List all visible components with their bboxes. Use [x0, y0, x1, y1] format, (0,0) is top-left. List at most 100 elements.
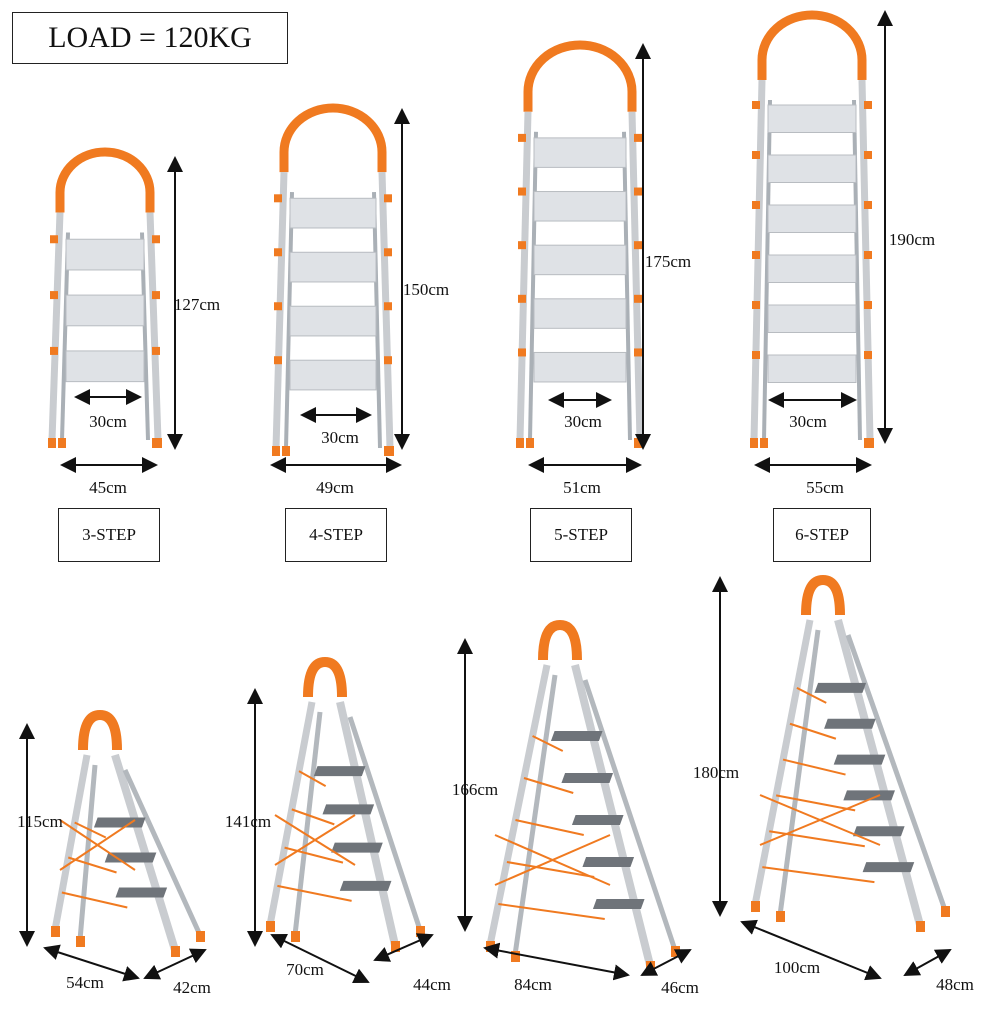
- height-label-4-step-open: 141cm: [224, 812, 272, 831]
- handle-grip: [78, 709, 122, 751]
- right-rail: [858, 79, 874, 441]
- hinge: [752, 151, 760, 159]
- step-tread: [592, 899, 645, 909]
- foot-cap: [776, 911, 785, 922]
- ladder-4-step-front: [272, 103, 394, 456]
- step-count-box-4: 4-STEP: [285, 508, 387, 562]
- rear-leg: [512, 674, 558, 956]
- hinge: [152, 346, 160, 355]
- step-tread: [289, 251, 377, 283]
- handle-grip: [279, 103, 387, 173]
- height-label-5-step-open: 166cm: [451, 780, 499, 799]
- hinge: [384, 194, 392, 203]
- foot-cap: [516, 438, 524, 448]
- hinge: [634, 294, 642, 303]
- rear-leg: [51, 754, 91, 931]
- handle-grip: [801, 574, 845, 616]
- foot-cap: [760, 438, 768, 448]
- brace: [782, 758, 846, 776]
- hinge: [518, 187, 526, 196]
- step-tread: [533, 137, 627, 168]
- cross-brace: [494, 834, 611, 886]
- ladder-3-step-front: [48, 147, 162, 448]
- hinge: [752, 301, 760, 309]
- right-rail: [628, 111, 644, 441]
- height-label-5-step: 175cm: [644, 252, 692, 271]
- foot-cap: [171, 946, 180, 957]
- left-rail: [48, 212, 64, 441]
- foot-cap: [751, 901, 760, 912]
- hinge: [752, 101, 760, 109]
- step-tread: [561, 773, 614, 783]
- step-tread: [550, 731, 603, 741]
- step-tread: [289, 359, 377, 391]
- step-tread: [533, 298, 627, 329]
- brace: [532, 735, 564, 752]
- width-label-5-step: 51cm: [563, 478, 601, 497]
- brace: [291, 808, 335, 826]
- hinge: [384, 302, 392, 311]
- step-tread: [93, 817, 146, 828]
- rear-leg: [751, 619, 814, 906]
- step-tread: [814, 682, 867, 693]
- brace: [74, 821, 107, 839]
- handle-grip: [303, 656, 347, 698]
- foot-cap: [76, 936, 85, 947]
- foot-cap: [51, 926, 60, 937]
- width-arrow-3-step-open: [143, 948, 207, 980]
- step-tread: [65, 350, 145, 383]
- brace: [61, 891, 128, 909]
- ladder-6-step-open: [751, 574, 950, 932]
- foot-cap: [266, 921, 275, 932]
- hinge: [152, 291, 160, 300]
- step-count-box-5: 5-STEP: [530, 508, 632, 562]
- hinge: [274, 356, 282, 365]
- left-rail: [750, 79, 766, 441]
- rear-rail: [372, 192, 382, 449]
- rear-rail: [284, 192, 294, 449]
- hinge: [634, 133, 642, 142]
- height-label-3-step: 127cm: [173, 295, 221, 314]
- hinge: [518, 133, 526, 142]
- height-label-6-step: 190cm: [888, 230, 936, 249]
- step-tread: [571, 815, 624, 825]
- brace: [298, 770, 327, 787]
- step-tread: [331, 842, 383, 853]
- height-label-3-step-open: 115cm: [17, 812, 63, 831]
- rear-leg: [777, 629, 821, 916]
- depth-arrow-4-step: [270, 933, 370, 984]
- foot-cap: [48, 438, 56, 448]
- width-label-5-step-open: 46cm: [661, 978, 699, 997]
- step-tread: [767, 304, 857, 333]
- height-label-6-step-open: 180cm: [692, 763, 740, 782]
- step-tread: [843, 790, 895, 801]
- hinge: [274, 302, 282, 311]
- rear-leg: [266, 701, 316, 926]
- foot-cap: [196, 931, 205, 942]
- hinge: [864, 201, 872, 209]
- hinge: [274, 194, 282, 203]
- hinge: [752, 201, 760, 209]
- step-tread: [115, 887, 168, 898]
- rear-rail: [622, 131, 632, 441]
- front-rail: [122, 768, 203, 937]
- brace: [515, 819, 584, 836]
- depth-arrow-6-step: [740, 919, 882, 981]
- step-tread: [533, 191, 627, 222]
- hinge: [384, 356, 392, 365]
- cross-brace: [759, 794, 881, 846]
- hinge: [752, 251, 760, 259]
- front-rail: [582, 679, 678, 951]
- foot-cap: [386, 446, 394, 456]
- hinge: [50, 291, 58, 300]
- step-tread: [582, 857, 635, 867]
- handle-grip: [757, 10, 867, 80]
- foot-cap: [154, 438, 162, 448]
- rear-rail: [528, 131, 538, 441]
- ladder-5-step-front: [516, 40, 644, 448]
- front-rail: [845, 634, 948, 911]
- width-label-3-step: 45cm: [89, 478, 127, 497]
- step-tread: [767, 354, 857, 383]
- step-tread: [104, 852, 157, 863]
